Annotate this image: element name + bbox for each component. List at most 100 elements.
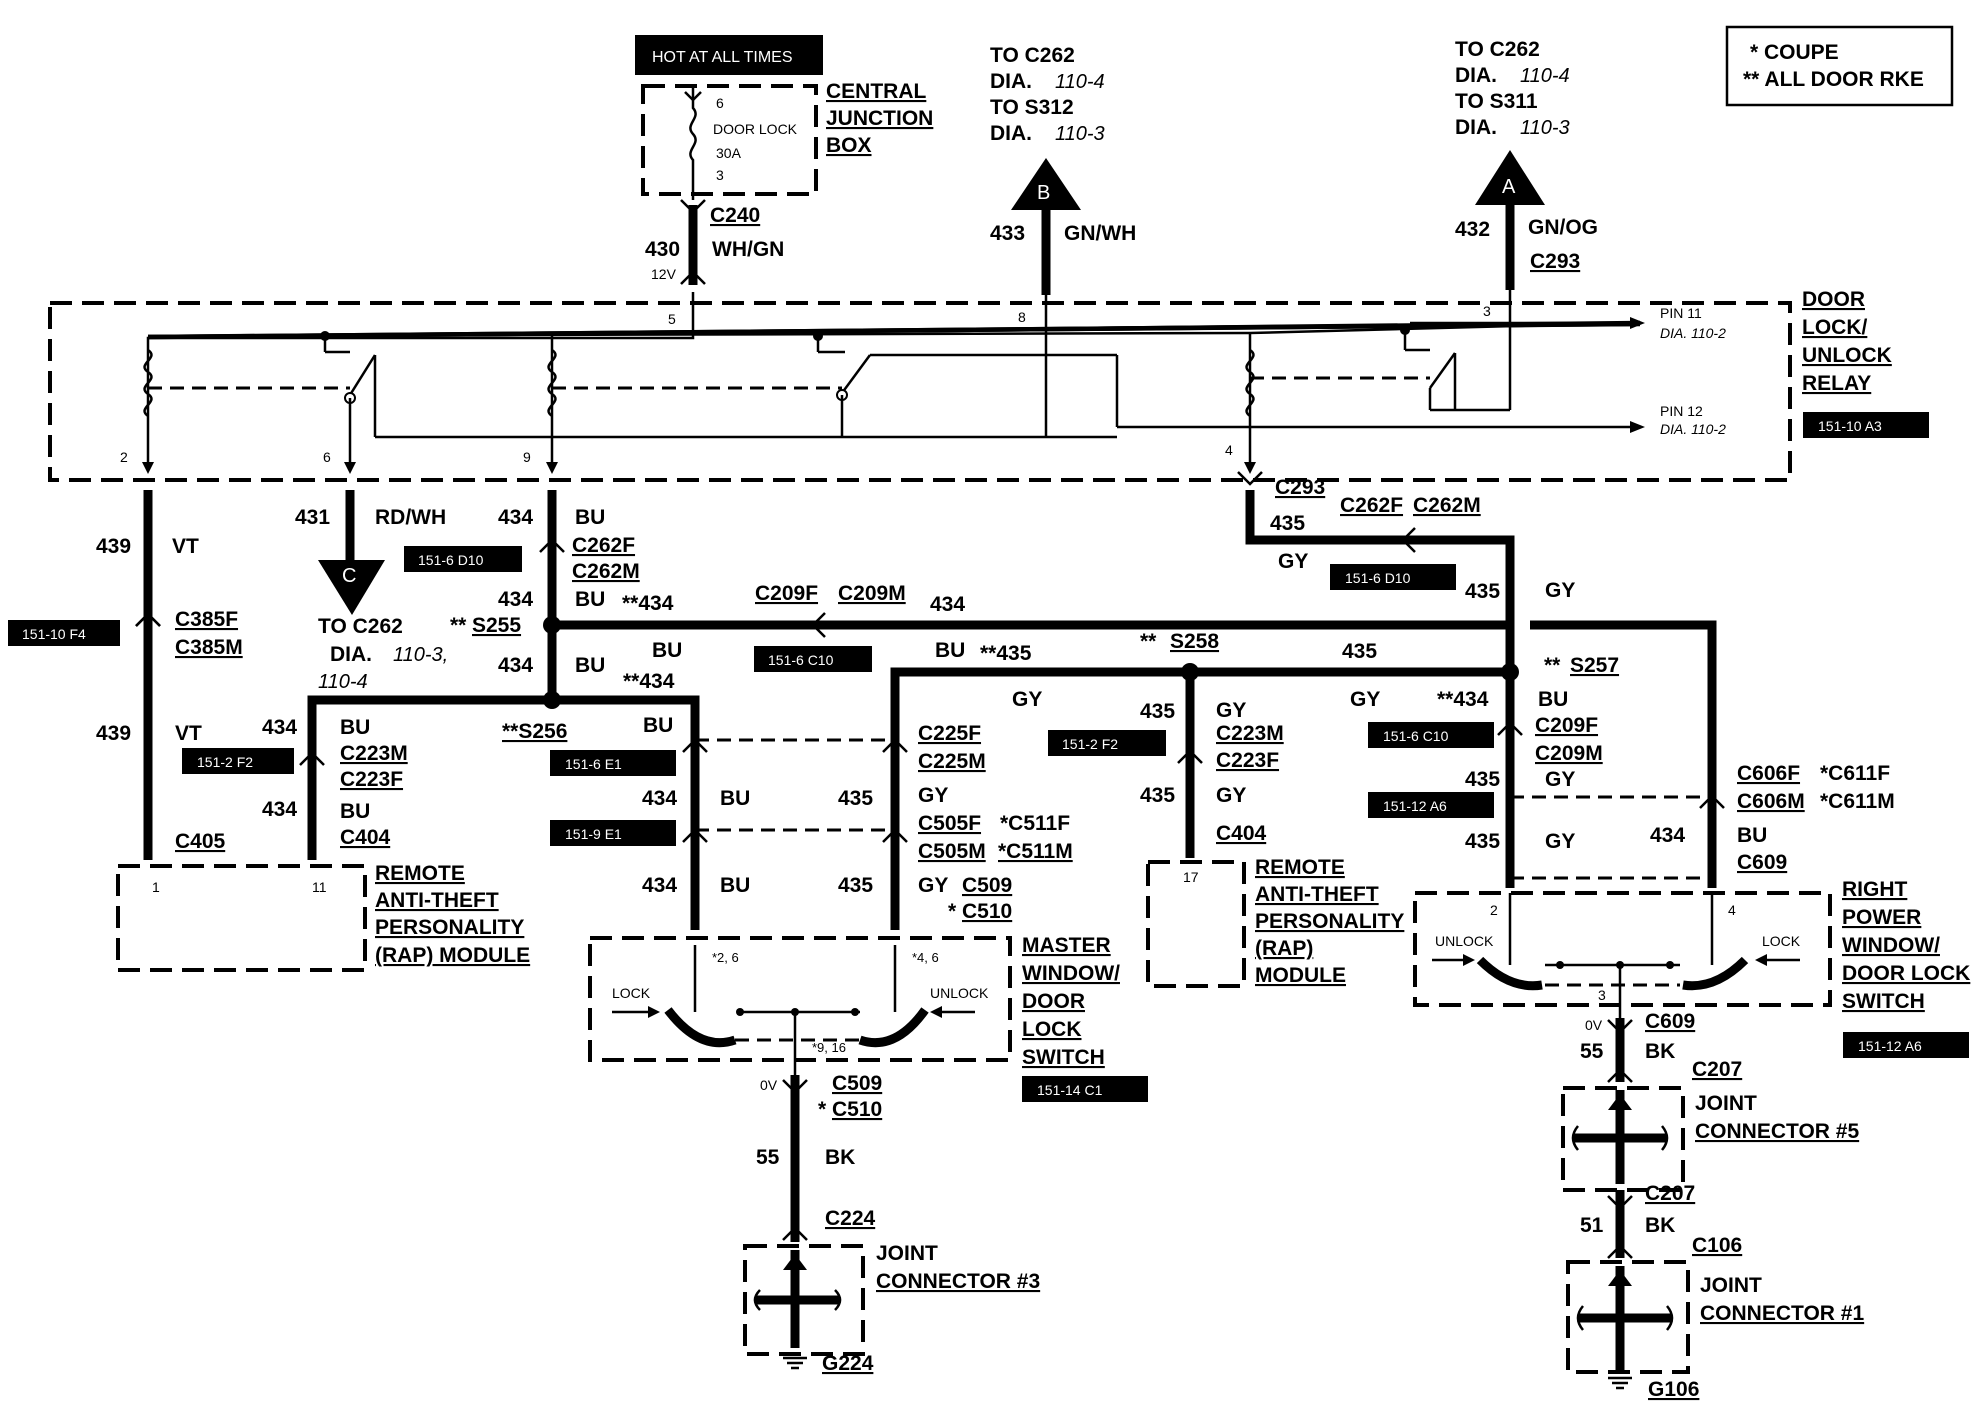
jc1-arrow-icon <box>1608 1270 1632 1286</box>
c609-right-bottom: C609 <box>1645 1010 1695 1033</box>
color-vt-a: VT <box>172 535 199 558</box>
relay-title-4: RELAY <box>1802 372 1871 395</box>
legend-all-door: ** ALL DOOR RKE <box>1743 68 1924 91</box>
letter-c: C <box>342 565 356 587</box>
circuit-55-master: 55 <box>756 1146 780 1169</box>
c207-bottom: C207 <box>1645 1182 1695 1205</box>
circuit-439-b: 439 <box>96 722 131 745</box>
circuit-433: 433 <box>990 222 1025 245</box>
c240-label: C240 <box>710 204 760 227</box>
jc3-title-1: JOINT <box>876 1242 938 1265</box>
c511m-label: *C511M <box>998 840 1073 863</box>
jc3-arrow-icon <box>783 1254 807 1270</box>
s257-label: S257 <box>1570 654 1619 677</box>
circuit-434-top: 434 <box>930 593 965 616</box>
s255-label: S255 <box>472 614 521 637</box>
c209f-right: C209F <box>1535 714 1598 737</box>
ref-151-2-f2-left: 151-2 F2 <box>197 754 253 770</box>
c510-master: C510 <box>832 1098 882 1121</box>
rap2-pin-17: 17 <box>1183 869 1199 885</box>
rightsw-lock-contact-icon <box>1682 956 1749 991</box>
c223f-rap2: C223F <box>1216 749 1279 772</box>
relay-pin-4: 4 <box>1225 442 1233 458</box>
color-vt-b: VT <box>175 722 202 745</box>
s258-label: S258 <box>1170 630 1219 653</box>
s255-prefix: ** <box>450 614 467 637</box>
jc5-arrow-icon <box>1608 1094 1632 1110</box>
circuit-434-b: 434 <box>498 588 533 611</box>
relay-title-2: LOCK/ <box>1802 316 1867 339</box>
master-lock-label: LOCK <box>612 985 651 1001</box>
c511f-label: *C511F <box>1000 812 1070 835</box>
circuit-434-a: 434 <box>498 506 533 529</box>
rightsw-pin-4: 4 <box>1728 902 1736 918</box>
color-bu-d: BU <box>652 639 682 662</box>
wire-431: C 431 RD/WH TO C262 DIA. 110-3, 110-4 <box>295 490 448 693</box>
c509-mid: C509 <box>962 874 1012 897</box>
color-gy-rap2-b: GY <box>1216 784 1246 807</box>
c606f-label: C606F <box>1737 762 1800 785</box>
color-gy-right: GY <box>1278 550 1308 573</box>
wire-434-rap1: 434 BU C223M C223F 434 BU C404 <box>262 716 408 849</box>
master-pins-9-16: *9, 16 <box>812 1040 846 1055</box>
jc1-title-1: JOINT <box>1700 1274 1762 1297</box>
master-lock-contact-icon <box>664 1007 737 1048</box>
c611f-label: *C611F <box>1820 762 1890 785</box>
c209f-center: C209F <box>755 582 818 605</box>
wire-434-center: 434 BU C262F C262M 151-6 D10 434 BU **43… <box>307 490 1510 930</box>
c262m-right: C262M <box>1413 494 1481 517</box>
to-b-line3: TO S312 <box>990 96 1074 119</box>
rap1-title-2: ANTI-THEFT <box>375 889 499 912</box>
c385f-label: C385F <box>175 608 238 631</box>
s258-prefix: ** <box>1140 630 1157 653</box>
legend-coupe: * COUPE <box>1750 41 1839 64</box>
circuit-432: 432 <box>1455 218 1490 241</box>
relay-coil-1-icon <box>143 348 153 418</box>
circuit-434-rap: 434 <box>262 716 297 739</box>
c505f-label: C505F <box>918 812 981 835</box>
jc5-title-2: CONNECTOR #5 <box>1695 1120 1859 1143</box>
color-bu-f: BU <box>720 787 750 810</box>
circuit-435-b: 435 <box>838 874 873 897</box>
color-rd-wh: RD/WH <box>375 506 446 529</box>
rap1-pin-11: 11 <box>312 879 327 895</box>
to-a-reference: TO C262 DIA. 110-4 TO S311 DIA. 110-3 A … <box>1455 38 1598 290</box>
circuit-dbl-434-a: **434 <box>622 592 674 615</box>
ref-151-2-f2-right: 151-2 F2 <box>1062 736 1118 752</box>
color-gy-mid: GY <box>1012 688 1042 711</box>
rightsw-title-1: RIGHT <box>1842 878 1908 901</box>
ref-151-14-c1: 151-14 C1 <box>1037 1082 1103 1098</box>
color-bu-rap-b: BU <box>340 800 370 823</box>
relay-pin-12-dia: DIA. 110-2 <box>1660 421 1726 437</box>
master-title-5: SWITCH <box>1022 1046 1105 1069</box>
c405-label: C405 <box>175 830 226 853</box>
relay-pin-12-label: PIN 12 <box>1660 403 1703 419</box>
s256-label: **S256 <box>502 720 567 743</box>
c404-rap2: C404 <box>1216 822 1267 845</box>
cjb-title-2: JUNCTION <box>826 107 933 130</box>
master-unlock-contact-icon <box>858 1007 929 1048</box>
jc3-title-2: CONNECTOR #3 <box>876 1270 1040 1293</box>
rightsw-title-4: DOOR LOCK <box>1842 962 1970 985</box>
joint-connector-1: JOINT CONNECTOR #1 G106 <box>1566 1260 1864 1401</box>
c509-master: C509 <box>832 1072 882 1095</box>
circuit-434-c: 434 <box>498 654 533 677</box>
relay-ref-tag: 151-10 A3 <box>1818 418 1882 434</box>
arrow-c-icon <box>318 560 385 615</box>
c262f-center: C262F <box>572 534 635 557</box>
rap2-title-5: MODULE <box>1255 964 1346 987</box>
color-bu-right-b: BU <box>1737 824 1767 847</box>
color-bu-rap: BU <box>340 716 370 739</box>
c262m-center: C262M <box>572 560 640 583</box>
rightsw-title-5: SWITCH <box>1842 990 1925 1013</box>
c209m-right: C209M <box>1535 742 1603 765</box>
color-gy-b: GY <box>918 874 948 897</box>
circuit-55-right: 55 <box>1580 1040 1604 1063</box>
circuit-434-d: 434 <box>642 787 677 810</box>
master-title-3: DOOR <box>1022 990 1085 1013</box>
jc1-title-2: CONNECTOR #1 <box>1700 1302 1864 1325</box>
wire-435-middle: BU **435 GY ** S258 435 C225F C225M 435 … <box>838 630 1510 930</box>
circuit-435-a: 435 <box>838 787 873 810</box>
